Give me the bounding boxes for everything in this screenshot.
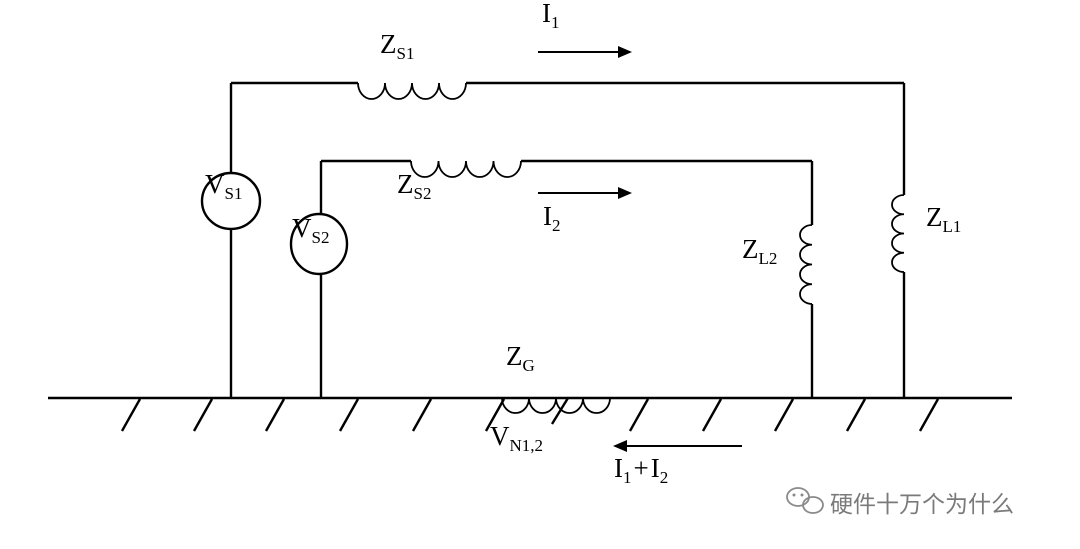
label-vs1: VS1 xyxy=(205,169,242,203)
ground-hatch-mark xyxy=(411,398,433,432)
ground-hatch-mark xyxy=(845,398,867,432)
arrow-i2-head xyxy=(618,187,632,199)
ground xyxy=(48,396,1012,432)
ground-hatch-mark xyxy=(701,398,723,432)
label-zl2: ZL2 xyxy=(742,234,777,268)
ground-hatch-mark xyxy=(120,398,142,432)
ground-hatch-mark xyxy=(264,398,286,432)
arrow-i1-head xyxy=(618,46,632,58)
arrow-i1 xyxy=(538,46,632,58)
source-vs2-circle xyxy=(289,212,349,276)
inductor-zl1-coil xyxy=(891,194,905,273)
ground-hatch-mark xyxy=(918,398,940,432)
arrow-i-sum-head xyxy=(613,440,627,452)
label-zs2: ZS2 xyxy=(397,169,431,203)
arrow-i2 xyxy=(538,187,632,199)
ground-hatching xyxy=(120,398,940,432)
label-i1: I1 xyxy=(542,0,560,32)
source-vs1-circle xyxy=(200,171,262,231)
watermark-text: 硬件十万个为什么 xyxy=(830,492,1014,518)
label-zg: ZG xyxy=(506,341,535,375)
inductor-zg xyxy=(501,397,611,425)
label-vs2: VS2 xyxy=(292,213,329,247)
label-vn: VN1,2 xyxy=(490,421,543,455)
inductor-zs2 xyxy=(410,160,522,178)
inductor-zl1 xyxy=(891,194,905,273)
source-vs2: VS2 xyxy=(289,212,349,276)
inductor-zs1 xyxy=(357,82,467,100)
ground-hatch-mark xyxy=(338,398,360,432)
inductor-zs1-coil xyxy=(357,82,467,100)
label-i2: I2 xyxy=(543,201,561,235)
ground-hatch-mark xyxy=(628,398,650,432)
inductor-zg-coil xyxy=(501,397,611,414)
wechat-icon xyxy=(786,487,824,514)
arrow-i-sum xyxy=(613,440,742,452)
inductor-zs2-coil xyxy=(410,160,522,178)
source-vs1: VS1 xyxy=(200,169,262,231)
ground-hatch-mark xyxy=(192,398,214,432)
inductor-zl2-coil xyxy=(799,224,813,305)
ground-hatch-mark xyxy=(773,398,795,432)
label-i-sum: I1+I2 xyxy=(614,453,668,487)
inner-loop xyxy=(319,159,814,398)
outer-loop xyxy=(229,81,906,398)
inductor-zl2 xyxy=(799,224,813,305)
label-zs1: ZS1 xyxy=(380,29,414,63)
inductor-zg-overlap-tick xyxy=(550,397,570,425)
label-zl1: ZL1 xyxy=(926,202,961,236)
ground-hatch-mark xyxy=(484,398,506,432)
watermark: 硬件十万个为什么 xyxy=(786,487,1014,518)
